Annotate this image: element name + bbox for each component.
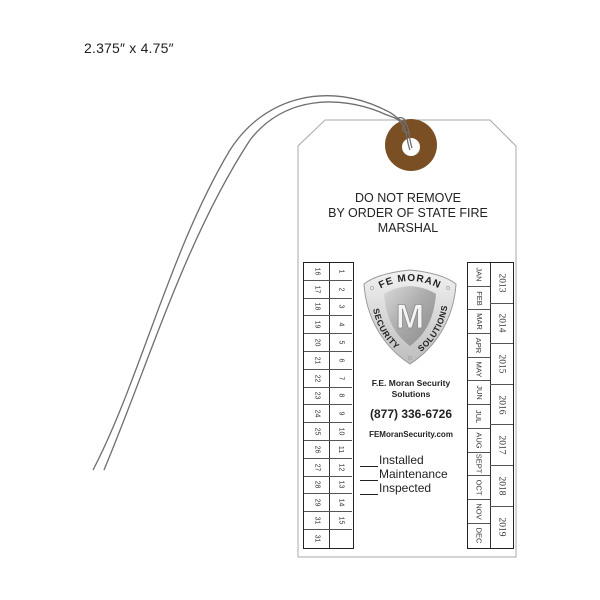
day-cell[interactable]: 5 <box>329 334 352 352</box>
day-cell[interactable]: 15 <box>329 512 352 530</box>
check-blank[interactable] <box>360 454 378 467</box>
warning-line-1: DO NOT REMOVE <box>354 191 462 205</box>
day-cell[interactable]: 22 <box>304 370 329 388</box>
month-cell[interactable]: SEPT <box>468 453 490 477</box>
day-cell[interactable]: 24 <box>304 405 329 424</box>
month-cell[interactable]: FEB <box>468 287 490 311</box>
service-checklist: Installed Maintenance Inspected <box>360 453 448 495</box>
day-cell[interactable]: 1 <box>329 263 352 281</box>
month-cell[interactable]: OCT <box>468 476 490 500</box>
dimensions-label: 2.375″ x 4.75″ <box>84 40 174 56</box>
year-cell[interactable]: 2015 <box>490 344 513 385</box>
year-cell[interactable]: 2013 <box>490 263 513 304</box>
month-column: JAN FEB MAR APR MAY JUN JUL AUG SEPT OCT… <box>468 263 491 548</box>
phone-number: (877) 336-6726 <box>369 407 453 421</box>
company-name: F.E. Moran Security Solutions <box>371 378 451 399</box>
day-cell[interactable]: 10 <box>329 423 352 441</box>
day-cell[interactable]: 31 <box>312 534 320 543</box>
day-cell[interactable]: 3 <box>329 299 352 317</box>
grommet-hole <box>402 138 420 156</box>
year-cell[interactable]: 2016 <box>490 385 513 426</box>
fe-moran-shield-logo: M FE MORAN SECURITY SOLUTIONS <box>363 269 457 365</box>
day-punch-grid: 16 17 18 19 20 21 22 23 24 25 26 27 28 2… <box>303 262 354 549</box>
day-cell[interactable]: 21 <box>304 352 329 370</box>
year-cell[interactable]: 2017 <box>490 425 513 466</box>
warning-line-3: MARSHAL <box>377 221 439 235</box>
day-column-a: 16 17 18 19 20 21 22 23 24 25 26 27 28 2… <box>304 263 330 548</box>
day-cell[interactable]: 31 <box>304 512 329 530</box>
warning-line-2: BY ORDER OF STATE FIRE <box>328 206 488 220</box>
day-cell[interactable]: 19 <box>304 316 329 335</box>
day-cell[interactable]: 7 <box>329 370 352 388</box>
month-cell[interactable]: JAN <box>468 263 490 287</box>
day-cell[interactable]: 20 <box>304 334 329 352</box>
day-cell[interactable]: 18 <box>304 299 329 317</box>
year-cell[interactable]: 2019 <box>496 517 507 537</box>
day-cell[interactable]: 11 <box>329 441 352 459</box>
day-cell[interactable]: 27 <box>304 459 329 477</box>
day-cell[interactable]: 29 <box>304 494 329 513</box>
month-cell[interactable]: AUG <box>468 429 490 453</box>
warning-text: DO NOT REMOVE BY ORDER OF STATE FIRE MAR… <box>300 191 516 236</box>
check-blank[interactable] <box>360 468 378 481</box>
month-cell[interactable]: JUL <box>468 405 490 429</box>
check-maintenance[interactable]: Maintenance <box>360 467 448 481</box>
check-blank[interactable] <box>360 482 378 495</box>
check-inspected[interactable]: Inspected <box>360 481 448 495</box>
month-cell[interactable]: MAY <box>468 358 490 382</box>
day-cell[interactable]: 8 <box>329 388 352 406</box>
day-cell[interactable]: 17 <box>304 281 329 299</box>
day-cell[interactable]: 2 <box>329 281 352 299</box>
day-cell[interactable]: 16 <box>304 263 329 281</box>
website-link: FEMoranSecurity.com <box>369 430 453 439</box>
day-cell[interactable]: 25 <box>304 423 329 441</box>
day-cell[interactable]: 9 <box>329 405 352 424</box>
day-cell[interactable]: 14 <box>329 494 352 513</box>
year-cell[interactable]: 2014 <box>490 304 513 345</box>
day-cell[interactable]: 26 <box>304 441 329 459</box>
month-cell[interactable]: JUN <box>468 382 490 406</box>
tag-wire <box>92 95 413 471</box>
day-cell[interactable]: 6 <box>329 352 352 370</box>
month-year-punch-grid: JAN FEB MAR APR MAY JUN JUL AUG SEPT OCT… <box>467 262 514 549</box>
month-cell[interactable]: APR <box>468 334 490 358</box>
day-cell[interactable]: 28 <box>304 477 329 495</box>
check-installed[interactable]: Installed <box>360 453 448 467</box>
year-cell[interactable]: 2018 <box>490 466 513 507</box>
day-column-b: 1 2 3 4 5 6 7 8 9 10 11 12 13 14 15 <box>329 263 352 548</box>
month-cell[interactable]: DEC <box>474 527 484 544</box>
day-cell[interactable]: 13 <box>329 477 352 495</box>
day-cell[interactable]: 4 <box>329 316 352 335</box>
svg-text:M: M <box>396 298 424 336</box>
year-column: 2013 2014 2015 2016 2017 2018 2019 <box>490 263 513 548</box>
day-cell[interactable]: 23 <box>304 388 329 406</box>
day-cell[interactable]: 12 <box>329 459 352 477</box>
month-cell[interactable]: MAR <box>468 310 490 335</box>
month-cell[interactable]: NOV <box>468 500 490 524</box>
day-cell-empty <box>329 530 352 547</box>
